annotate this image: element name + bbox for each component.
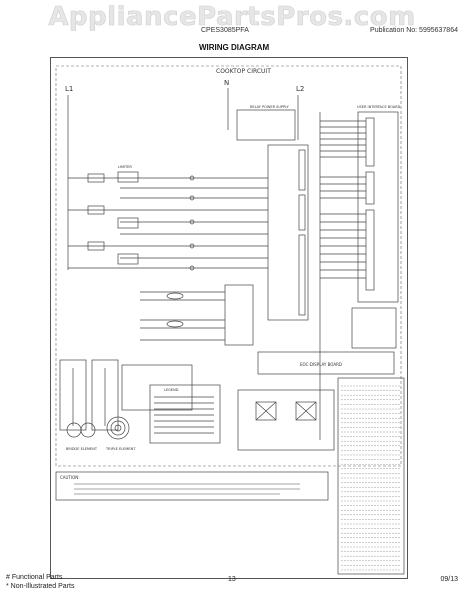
- element-symbols: [87, 171, 139, 265]
- wire-bundle-low: [320, 213, 366, 279]
- circuit-title: COOKTOP CIRCUIT: [216, 68, 271, 75]
- ui-connectors: [365, 117, 375, 291]
- display-board: [257, 351, 395, 375]
- legend-box: [149, 384, 221, 444]
- relay-label: RELAY POWER SUPPLY: [250, 105, 290, 109]
- l2-label: L2: [296, 85, 304, 93]
- caution-box: [55, 471, 329, 501]
- n-label: N: [224, 79, 229, 87]
- page-number: 13: [228, 576, 236, 583]
- diagram-frame: [50, 57, 408, 579]
- relay-box: [236, 109, 296, 141]
- cooktop-circuit-box: [55, 65, 402, 467]
- publication-number: Publication No: 5995637864: [370, 27, 458, 34]
- watermark: AppliancePartsPros.com: [48, 2, 416, 33]
- caution-text-lines: [74, 483, 300, 495]
- display-board-label: EOC-DISPLAY BOARD: [300, 362, 342, 367]
- color-key: [121, 364, 193, 411]
- functional-parts-note: # Functional Parts: [6, 574, 63, 581]
- footer-date: 09/13: [440, 576, 458, 583]
- element-limiter-box: [237, 389, 335, 451]
- l1-label: L1: [65, 85, 73, 93]
- display-connector: [351, 307, 397, 349]
- parts-table: [337, 377, 405, 575]
- ebc-coils: [166, 292, 184, 328]
- relay-terminals: [298, 149, 306, 316]
- legend-title: LEGEND: [164, 388, 179, 392]
- relay-connector-block: [267, 144, 309, 321]
- ui-board-label: USER INTERFACE BOARD: [357, 105, 401, 109]
- non-illustrated-note: * Non-Illustrated Parts: [6, 583, 75, 590]
- user-interface-board: [357, 111, 399, 303]
- limiter-symbols: [255, 401, 317, 421]
- footer-notes: # Functional Parts * Non-Illustrated Par…: [6, 573, 74, 591]
- lower-wires: [140, 291, 225, 341]
- connector-charts: [59, 359, 119, 431]
- wire-bundle-top: [320, 120, 366, 158]
- model-number: CPES3085PFA: [201, 27, 249, 34]
- element-wires: [68, 177, 268, 269]
- page-title: WIRING DIAGRAM: [199, 43, 270, 52]
- limiter-label: LIMITER: [118, 165, 132, 169]
- triple-label: TRIPLE ELEMENT: [105, 447, 136, 451]
- legend-lines: [154, 396, 214, 434]
- triple-element-icon: [106, 416, 130, 440]
- lower-connector: [224, 284, 254, 346]
- wire-bundle-mid: [320, 176, 366, 199]
- bridge-element-icon: [66, 422, 96, 438]
- bridge-label: BRIDGE ELEMENT: [66, 447, 98, 451]
- switch-symbols: [189, 175, 195, 271]
- parts-table-rows: [341, 385, 401, 571]
- caution-title: CAUTION:: [60, 475, 80, 480]
